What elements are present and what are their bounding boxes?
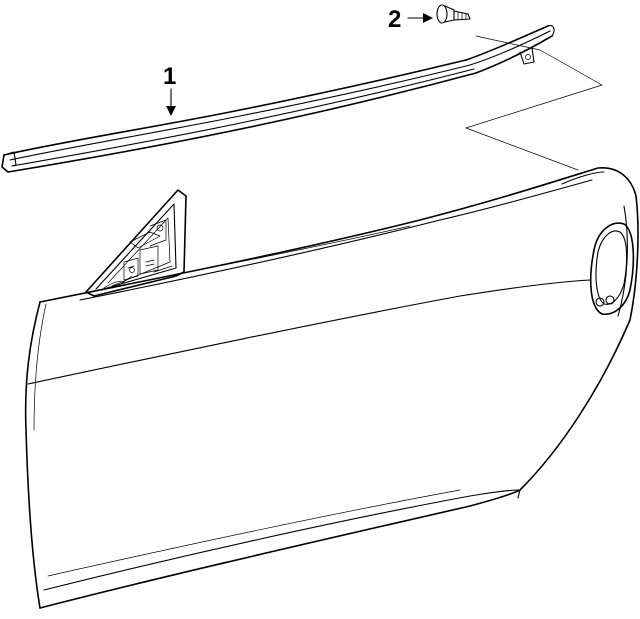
callout-2[interactable]: 2	[388, 6, 433, 33]
mirror-sail-bracket[interactable]	[85, 189, 187, 297]
callout-2-arrowhead	[423, 13, 433, 23]
callout-1[interactable]: 1	[163, 63, 176, 116]
belt-molding-part[interactable]	[1, 25, 555, 173]
callout-1-arrowhead	[166, 106, 176, 116]
callout-label-1: 1	[163, 63, 176, 90]
reference-lines	[465, 35, 603, 171]
callout-label-2: 2	[388, 6, 401, 33]
screw-clip-part[interactable]	[436, 4, 471, 24]
door-shell[interactable]	[24, 167, 639, 609]
